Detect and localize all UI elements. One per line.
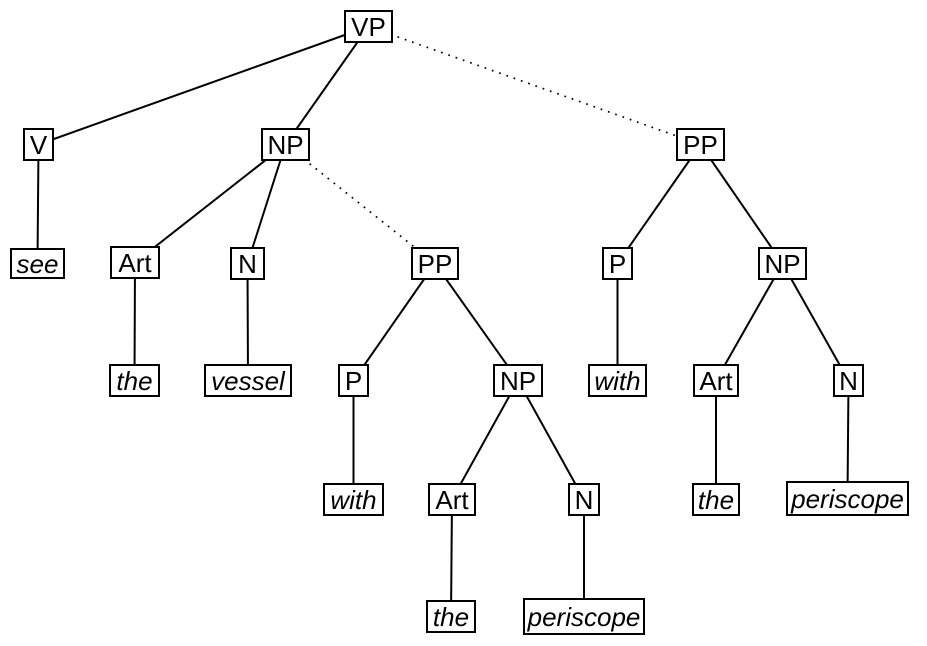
tree-node-periscope-ppvp: periscope — [786, 481, 909, 516]
tree-edge-np-obj-n-obj — [246, 144, 287, 264]
tree-node-n-obj: N — [230, 247, 265, 280]
tree-edge-art-ppnp-the-ppnp — [450, 499, 453, 617]
tree-edge-art-obj-the-obj — [133, 262, 136, 381]
tree-node-p-np: P — [338, 364, 369, 397]
tree-edge-np-obj-pp-np-alt — [284, 143, 436, 265]
tree-node-n-ppnp: N — [568, 483, 600, 516]
tree-edge-pp-vp-np-ppvp — [699, 143, 784, 265]
tree-node-n-ppvp: N — [833, 364, 864, 397]
tree-edge-np-ppvp-art-ppvp — [715, 263, 784, 381]
tree-edge-pp-np-np-ppnp — [434, 262, 519, 382]
tree-edge-vp-pp-vp-alt — [368, 25, 701, 146]
tree-edge-vp-v — [38, 25, 369, 146]
tree-edge-n-ppvp-periscope-ppvp — [846, 380, 850, 499]
tree-edge-np-obj-art-obj — [134, 143, 287, 264]
tree-node-the-ppnp: the — [426, 600, 476, 633]
tree-edge-pp-np-p-np — [352, 262, 436, 382]
tree-edge-v-see — [36, 144, 40, 264]
tree-node-pp-np: PP — [411, 247, 459, 280]
tree-node-see: see — [10, 248, 65, 279]
tree-node-art-ppvp: Art — [693, 364, 739, 397]
tree-node-with-vp: with — [588, 364, 647, 397]
tree-node-art-ppnp: Art — [428, 483, 476, 516]
tree-edge-vp-np-obj — [284, 25, 370, 146]
tree-edge-np-ppnp-n-ppnp — [517, 380, 585, 500]
tree-node-art-obj: Art — [110, 246, 160, 279]
tree-node-the-ppvp: the — [692, 483, 740, 516]
tree-node-vessel: vessel — [204, 364, 292, 397]
tree-edge-n-obj-vessel — [246, 263, 249, 381]
tree-node-v: V — [23, 128, 54, 161]
tree-edge-np-ppvp-n-ppvp — [781, 263, 850, 381]
tree-node-p-vp: P — [602, 247, 633, 280]
tree-node-pp-vp: PP — [676, 128, 725, 161]
tree-node-np-ppvp: NP — [758, 247, 807, 280]
tree-node-with-np: with — [323, 483, 384, 516]
tree-node-np-obj: NP — [261, 128, 310, 161]
tree-node-the-obj: the — [109, 364, 160, 397]
tree-edge-np-ppnp-art-ppnp — [451, 380, 519, 500]
tree-node-periscope-ppnp: periscope — [523, 598, 645, 635]
tree-edge-pp-vp-p-vp — [616, 143, 702, 265]
tree-node-vp: VP — [344, 10, 393, 43]
tree-node-np-ppnp: NP — [493, 364, 543, 397]
